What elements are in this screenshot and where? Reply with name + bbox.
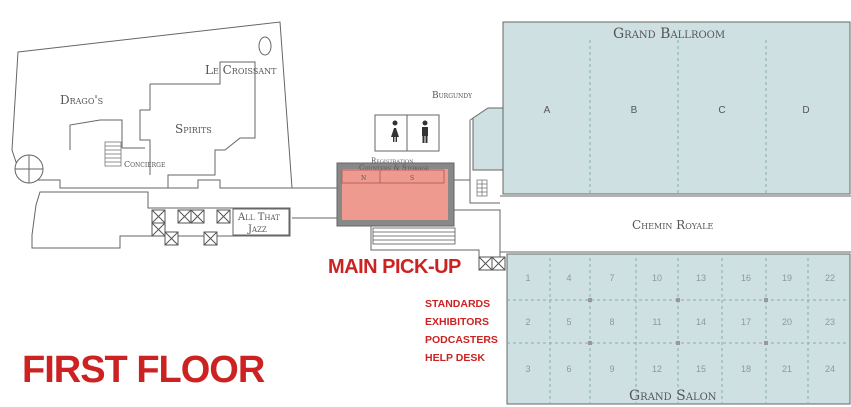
west-wing-outline bbox=[11, 21, 337, 219]
grand-salon bbox=[506, 253, 851, 405]
men-restroom-icon bbox=[422, 120, 428, 143]
label-concierge: Concierge bbox=[124, 160, 165, 169]
fountain-icon bbox=[258, 36, 272, 56]
salon-room-22: 22 bbox=[825, 273, 835, 283]
label-dragos: Drago's bbox=[60, 93, 103, 107]
chemin-royale bbox=[500, 195, 851, 253]
ballroom-section-b: B bbox=[631, 105, 638, 116]
salon-room-12: 12 bbox=[652, 364, 662, 374]
label-grand-salon: Grand Salon bbox=[629, 388, 717, 404]
salon-room-18: 18 bbox=[741, 364, 751, 374]
salon-room-23: 23 bbox=[825, 317, 835, 327]
salon-room-21: 21 bbox=[782, 364, 792, 374]
stair-block-east bbox=[476, 179, 488, 197]
salon-room-6: 6 bbox=[566, 364, 571, 374]
salon-room-4: 4 bbox=[566, 273, 571, 283]
salon-room-19: 19 bbox=[782, 273, 792, 283]
salon-room-14: 14 bbox=[696, 317, 706, 327]
salon-room-20: 20 bbox=[782, 317, 792, 327]
elevator-bank bbox=[151, 209, 506, 271]
salon-room-8: 8 bbox=[609, 317, 614, 327]
ballroom-section-a: A bbox=[544, 105, 551, 116]
pickup-item-standards: STANDARDS bbox=[425, 298, 491, 310]
salon-room-16: 16 bbox=[741, 273, 751, 283]
label-all-that-jazz-1: All That bbox=[237, 212, 280, 223]
spiral-stair-icon bbox=[14, 154, 44, 184]
label-registration-2: Counters & Storage bbox=[359, 164, 429, 172]
corridor-wall bbox=[370, 226, 480, 257]
salon-room-3: 3 bbox=[525, 364, 530, 374]
label-chemin-royale: Chemin Royale bbox=[632, 218, 714, 232]
salon-room-2: 2 bbox=[525, 317, 530, 327]
registration-area bbox=[336, 162, 455, 227]
ballroom-section-d: D bbox=[802, 105, 809, 116]
pickup-item-help-desk: HELP DESK bbox=[425, 352, 485, 364]
label-burgundy: Burgundy bbox=[432, 91, 473, 101]
salon-room-7: 7 bbox=[609, 273, 614, 283]
salon-room-1: 1 bbox=[525, 273, 530, 283]
salon-room-11: 11 bbox=[652, 317, 661, 327]
pickup-item-podcasters: PODCASTERS bbox=[425, 334, 498, 346]
salon-room-10: 10 bbox=[652, 273, 662, 283]
label-registration-1: Registration bbox=[371, 157, 414, 165]
label-all-that-jazz-2: Jazz bbox=[247, 224, 267, 235]
stair-block bbox=[104, 141, 122, 167]
salon-room-5: 5 bbox=[566, 317, 571, 327]
grand-ballroom bbox=[502, 21, 851, 195]
pickup-list: STANDARDS EXHIBITORS PODCASTERS HELP DES… bbox=[425, 295, 498, 367]
salon-room-24: 24 bbox=[825, 364, 835, 374]
salon-room-9: 9 bbox=[609, 364, 614, 374]
label-reg-s: S bbox=[410, 175, 414, 182]
burgundy-room bbox=[472, 107, 504, 171]
ballroom-section-c: C bbox=[718, 105, 725, 116]
queue-stanchions bbox=[372, 227, 456, 245]
ballroom-section-labels: A B C D bbox=[544, 105, 810, 116]
map-title: FIRST FLOOR bbox=[22, 349, 265, 391]
women-restroom-icon bbox=[391, 120, 399, 142]
main-pickup-title: MAIN PICK-UP bbox=[328, 256, 461, 278]
label-grand-ballroom: Grand Ballroom bbox=[613, 26, 725, 42]
salon-room-17: 17 bbox=[741, 317, 751, 327]
label-spirits: Spirits bbox=[175, 122, 212, 136]
pickup-item-exhibitors: EXHIBITORS bbox=[425, 316, 489, 328]
salon-room-15: 15 bbox=[696, 364, 706, 374]
label-reg-n: N bbox=[361, 175, 366, 182]
salon-room-13: 13 bbox=[696, 273, 706, 283]
restroom-block bbox=[374, 114, 440, 152]
label-le-croissant: Le Croissant bbox=[205, 63, 277, 77]
